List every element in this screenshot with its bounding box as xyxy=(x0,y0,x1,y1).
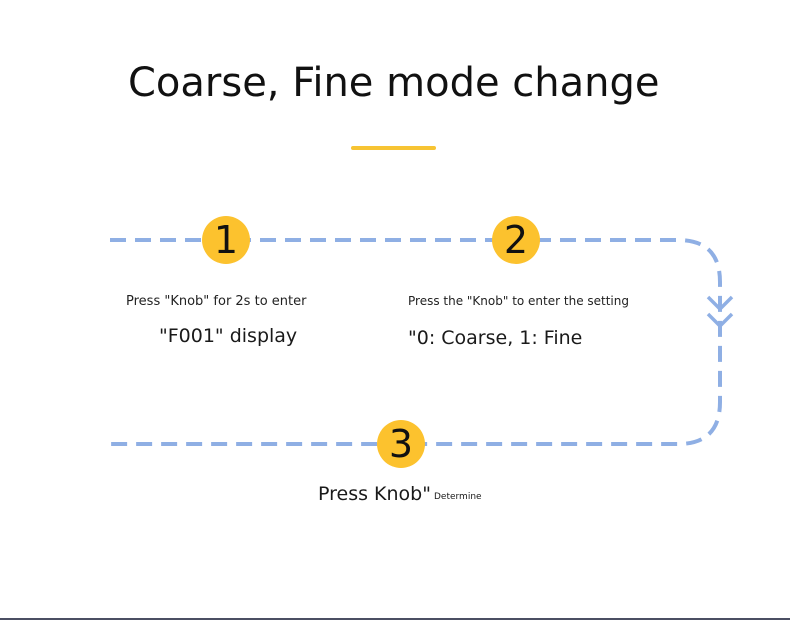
step-1-result: "F001" display xyxy=(159,325,298,347)
step-1-badge: 1 xyxy=(202,216,250,264)
step-3-note: Determine xyxy=(433,492,482,502)
flow-path-line xyxy=(110,238,722,446)
page-title: Coarse, Fine mode change xyxy=(128,60,660,106)
chevron-down-icon xyxy=(706,295,734,312)
step-2-badge: 2 xyxy=(492,216,540,264)
step-2-instruction: Press the "Knob" to enter the setting xyxy=(408,294,629,308)
bottom-divider xyxy=(0,618,790,620)
title-underline xyxy=(351,146,436,150)
step-3-result: Press Knob" xyxy=(318,483,431,505)
chevron-down-icon xyxy=(706,312,734,329)
step-3-badge: 3 xyxy=(377,420,425,468)
step-1-instruction: Press "Knob" for 2s to enter xyxy=(126,294,307,309)
step-2-result: "0: Coarse, 1: Fine xyxy=(408,327,583,349)
step-3-label: Press Knob"Determine xyxy=(318,483,482,505)
